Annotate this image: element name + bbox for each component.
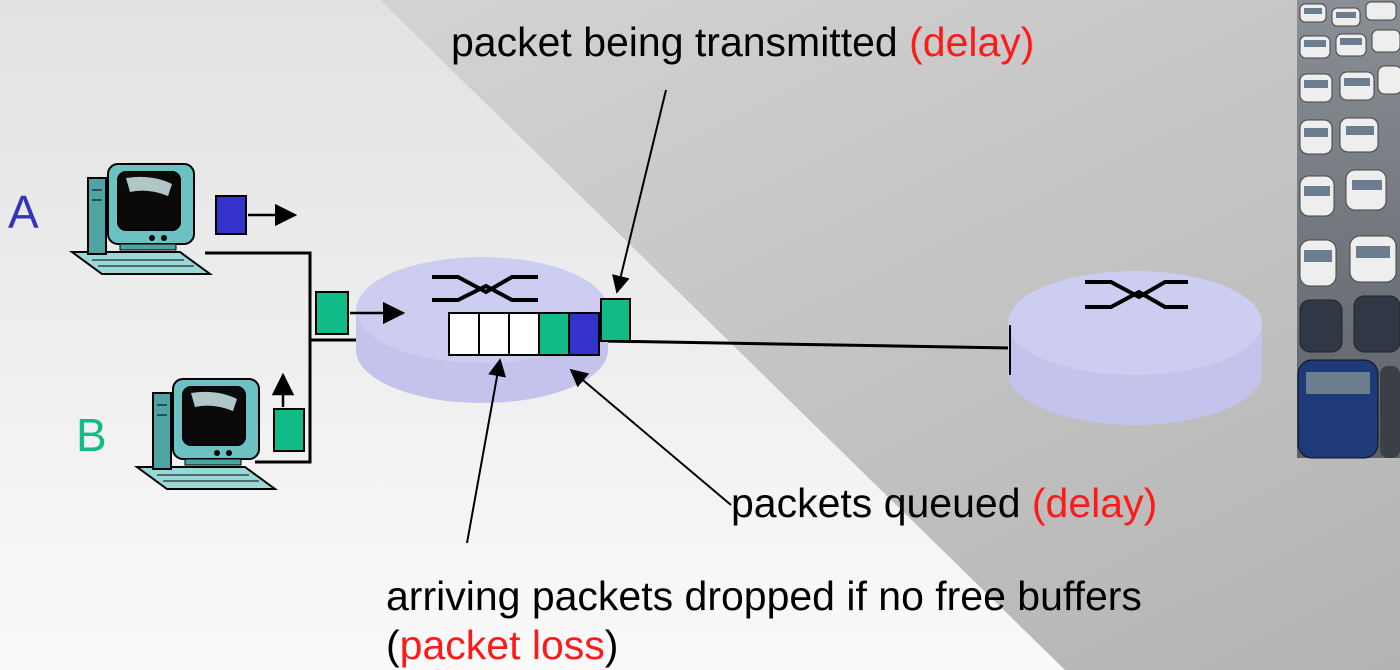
packet-from-b [273, 408, 305, 452]
packet-arriving [315, 291, 349, 335]
access-links [205, 251, 358, 464]
label-loss-open: ( [386, 622, 400, 668]
label-packets-dropped: arriving packets dropped if no free buff… [386, 576, 1142, 617]
label-packet-transmitted: packet being transmitted (delay) [451, 22, 1034, 63]
free-buffer-slot [508, 312, 540, 356]
traffic-jam-photo [1297, 0, 1400, 459]
free-buffer-slot [478, 312, 510, 356]
label-queued-delay: (delay) [1031, 480, 1158, 526]
callout-transmitted [612, 89, 667, 294]
callout-dropped [466, 358, 506, 544]
packet-from-a [215, 195, 247, 235]
transmitting-packet [600, 298, 631, 342]
output-queue [448, 312, 600, 356]
host-b-computer-icon [133, 378, 279, 490]
callout-queued [569, 368, 732, 506]
router-2 [1008, 271, 1262, 425]
router-2-switch-icon [1085, 280, 1188, 309]
router-1-switch-icon [432, 275, 538, 302]
free-buffer-slot [448, 312, 480, 356]
outgoing-link [602, 339, 1011, 350]
label-packet-loss: (packet loss) [386, 625, 618, 666]
queued-packet-blue [568, 312, 600, 356]
label-loss-close: ) [604, 622, 619, 668]
host-a-label: A [8, 189, 39, 235]
label-transmitted-text: packet being transmitted [451, 19, 910, 65]
label-loss-text: packet loss [399, 622, 605, 668]
label-transmitted-delay: (delay) [909, 19, 1035, 65]
host-a-computer-icon [68, 163, 214, 275]
host-a-letter: A [8, 186, 39, 238]
host-b-label: B [76, 412, 107, 458]
queued-packet-green [538, 312, 570, 356]
label-dropped-text: arriving packets dropped if no free buff… [386, 573, 1142, 619]
label-packets-queued: packets queued (delay) [731, 483, 1157, 524]
label-queued-text: packets queued [731, 480, 1032, 526]
host-b-letter: B [76, 409, 107, 461]
